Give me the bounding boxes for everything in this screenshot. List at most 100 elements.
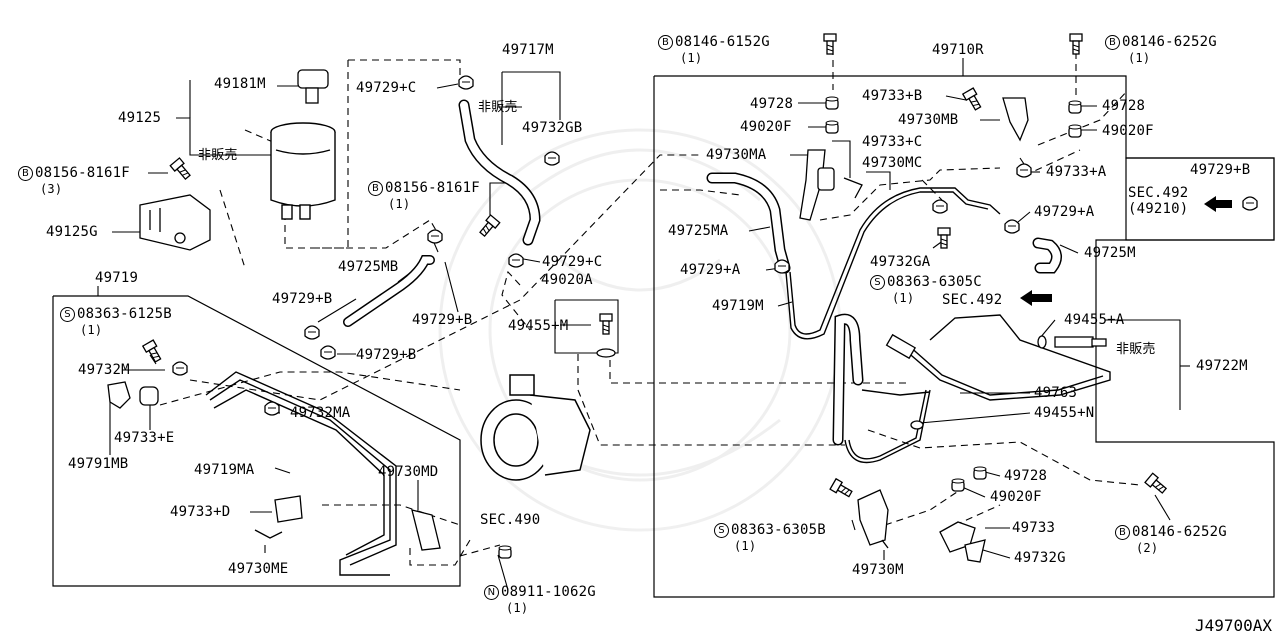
label-49733E: 49733+E [114, 430, 175, 446]
label-SEC492-b: SEC.492 [942, 292, 1003, 308]
bolt-49125G [169, 157, 193, 182]
label-49730M: 49730M [852, 562, 904, 578]
label-49020A: 49020A [541, 272, 593, 288]
label-49729C-mid: 49729+C [542, 254, 603, 270]
label-49125G: 49125G [46, 224, 98, 240]
label-49791MB: 49791MB [68, 456, 129, 472]
label-49725MA: 49725MA [668, 223, 729, 239]
label-49732MA: 49732MA [290, 405, 351, 421]
label-49725M: 49725M [1084, 245, 1136, 261]
label-49181M: 49181M [214, 76, 266, 92]
fastener-qty-2: (1) [80, 323, 103, 337]
screw-badge: S [870, 275, 885, 290]
tube-49719M [785, 187, 1001, 340]
cap-49020F-a [825, 120, 839, 134]
cap-49020F-b [1068, 124, 1082, 138]
cap-49020F-c [951, 478, 965, 492]
label-SEC490: SEC.490 [480, 512, 541, 528]
bracket-49730MD [411, 509, 441, 551]
leader-lines [97, 58, 1190, 591]
label-49763: 49763 [1034, 385, 1078, 401]
label-49020F-b: 49020F [1102, 123, 1154, 139]
label-49732M: 49732M [78, 362, 130, 378]
label-not-for-sale-1: 非販売 [198, 148, 238, 163]
bolt-08363-6305C [937, 227, 951, 249]
label-49730MD: 49730MD [378, 464, 439, 480]
label-49722M: 49722M [1196, 358, 1248, 374]
fitting-pressure [885, 333, 917, 360]
bracket-49730MB [1002, 97, 1029, 142]
label-49719MA: 49719MA [194, 462, 255, 478]
label-49717M: 49717M [502, 42, 554, 58]
bolt-08146-6152G [823, 33, 837, 55]
fastener-qty-8: (1) [506, 601, 529, 615]
cap-49728-b [1068, 100, 1082, 114]
bracket-49730MA [799, 149, 826, 221]
label-49455M: 49455+M [508, 318, 569, 334]
label-49733D: 49733+D [170, 504, 231, 520]
label-SEC492-a-sub: (49210) [1128, 201, 1189, 217]
clip-49729A-a [774, 259, 790, 274]
fastener-qty-7: (1) [734, 539, 757, 553]
label-49719: 49719 [95, 270, 139, 286]
arrow-sec492-top [1204, 196, 1232, 212]
clip-49732GB [544, 151, 560, 166]
clip-49733A [1016, 163, 1032, 178]
label-49710R: 49710R [932, 42, 984, 58]
fastener-qty-4: (1) [680, 51, 703, 65]
label-49455A: 49455+A [1064, 312, 1125, 328]
label-SEC492-a: SEC.492 [1128, 185, 1189, 201]
dashed-guides [159, 48, 1141, 566]
tube-49719MA [205, 371, 397, 576]
hose-49725M-inner [1034, 239, 1061, 272]
fastener-qty-9: (2) [1136, 541, 1159, 555]
label-49725MB: 49725MB [338, 259, 399, 275]
label-49729C-top: 49729+C [356, 80, 417, 96]
clip-49729B-a [427, 229, 443, 244]
label-49455N: 49455+N [1034, 405, 1095, 421]
label-49020F-a: 49020F [740, 119, 792, 135]
bolt-08156-8161F [477, 214, 501, 239]
label-49733: 49733 [1012, 520, 1056, 536]
label-49728-b: 49728 [1102, 98, 1146, 114]
label-49719M: 49719M [712, 298, 764, 314]
frame-lines [52, 75, 1275, 598]
clip-49732MA [264, 401, 280, 416]
label-49729B-a: 49729+B [272, 291, 333, 307]
bolt-badge: B [1115, 525, 1130, 540]
label-49729B-right: 49729+B [1190, 162, 1251, 178]
sensor-49791MB [107, 381, 131, 409]
label-49732GB: 49732GB [522, 120, 583, 136]
clip-49729A-b [1004, 219, 1020, 234]
nut-badge: N [484, 585, 499, 600]
bolt-badge: B [658, 35, 673, 50]
label-49733B: 49733+B [862, 88, 923, 104]
reservoir-tank [270, 122, 336, 220]
bolt-49733B [962, 87, 984, 113]
bolt-badge: B [18, 166, 33, 181]
clip-49729B-c [320, 345, 336, 360]
bracket-49733 [939, 521, 986, 563]
clamp-49730ME [254, 495, 303, 539]
clip-49729B-right [1242, 196, 1258, 211]
reservoir-cap [297, 69, 329, 104]
label-49733C: 49733+C [862, 134, 923, 150]
label-49733A: 49733+A [1046, 164, 1107, 180]
label-49732G: 49732G [1014, 550, 1066, 566]
label-49125: 49125 [118, 110, 162, 126]
screw-badge: S [714, 523, 729, 538]
nut-08911-1062G [498, 545, 512, 559]
cap-49728-a [825, 96, 839, 110]
label-49732GA: 49732GA [870, 254, 931, 270]
bolt-49020A [599, 313, 613, 335]
clip-49732GA [932, 199, 948, 214]
grommet-49730MC [817, 167, 863, 199]
